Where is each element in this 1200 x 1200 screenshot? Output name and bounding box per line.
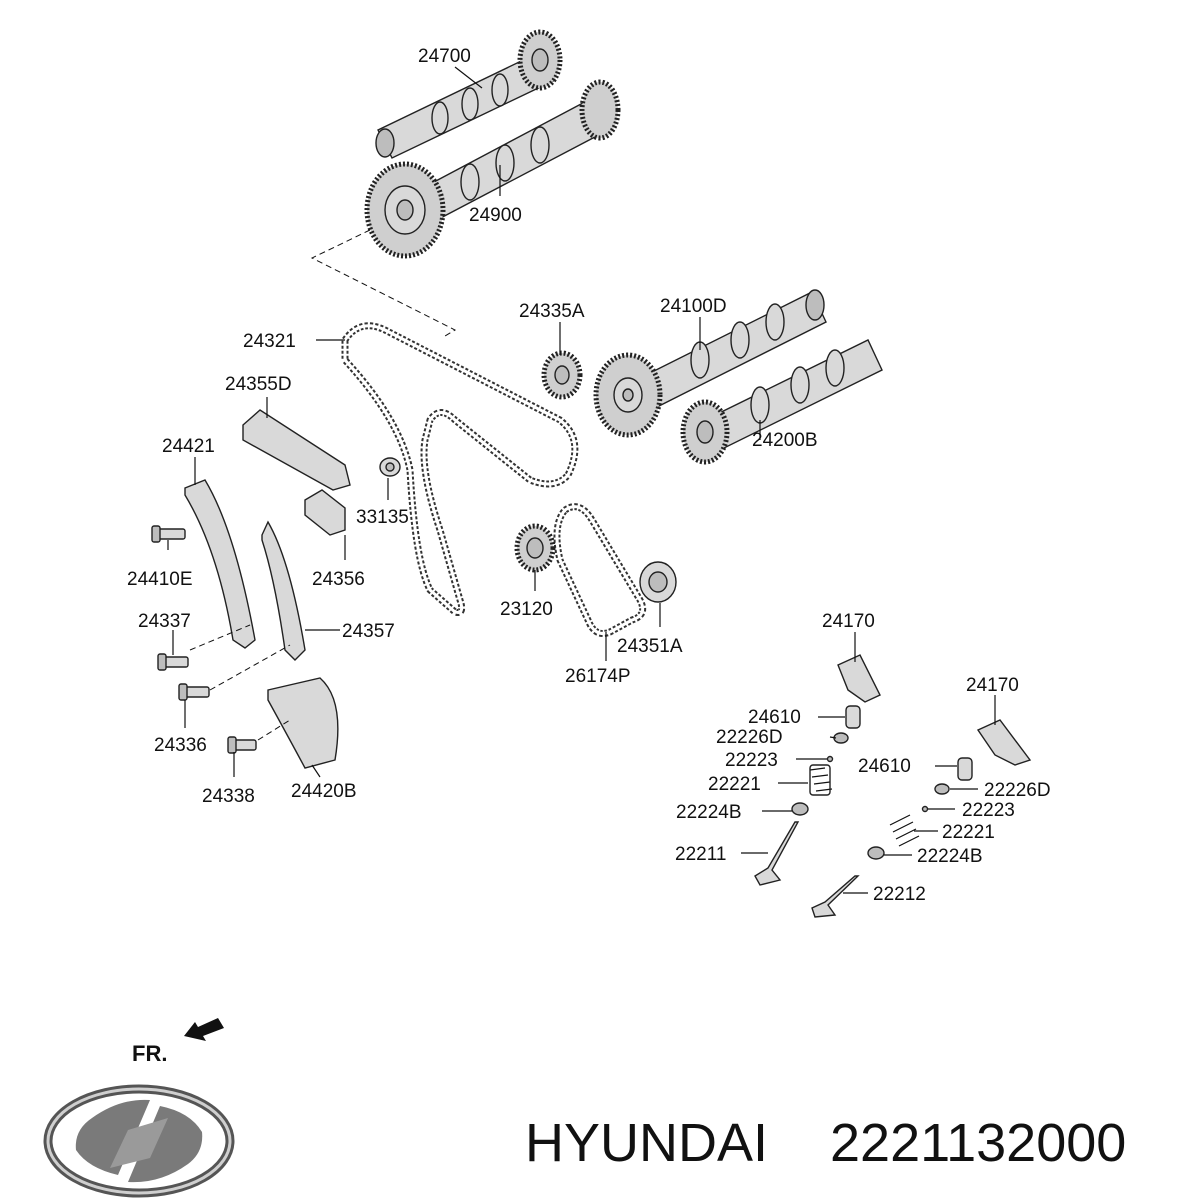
valve-train-left bbox=[754, 654, 881, 886]
camshaft-24700 bbox=[375, 29, 563, 159]
label-24170-right: 24170 bbox=[966, 675, 1019, 696]
label-24337: 24337 bbox=[138, 611, 191, 632]
label-24610-right: 24610 bbox=[858, 756, 911, 777]
label-22221-left: 22221 bbox=[708, 774, 761, 795]
label-24336: 24336 bbox=[154, 735, 207, 756]
sprocket-24335A bbox=[541, 350, 583, 400]
label-24420B: 24420B bbox=[291, 781, 357, 802]
assembly-reference-line bbox=[310, 229, 457, 337]
bolt-24410E bbox=[151, 525, 186, 543]
label-23120: 23120 bbox=[500, 599, 553, 620]
label-22224B-left: 22224B bbox=[676, 802, 742, 823]
label-22223-left: 22223 bbox=[725, 750, 778, 771]
chain-guide-24421 bbox=[184, 479, 256, 649]
label-24338: 24338 bbox=[202, 786, 255, 807]
bolt-24337 bbox=[157, 653, 189, 671]
label-24100D: 24100D bbox=[660, 296, 727, 317]
camshaft-24900 bbox=[364, 79, 621, 259]
timing-chain-24321 bbox=[341, 322, 579, 616]
arrow-icon bbox=[184, 1018, 224, 1041]
label-22212: 22212 bbox=[873, 884, 926, 905]
label-24355D: 24355D bbox=[225, 374, 292, 395]
brand-name: HYUNDAI bbox=[525, 1113, 768, 1173]
camshaft-24200B bbox=[680, 339, 883, 465]
timing-chain-26174P bbox=[553, 503, 647, 637]
valve-train-right bbox=[811, 719, 1032, 918]
bolt-24338 bbox=[227, 736, 257, 754]
label-33135: 33135 bbox=[356, 507, 409, 528]
label-24700: 24700 bbox=[418, 46, 471, 67]
tensioner-arm-24420B bbox=[267, 677, 339, 769]
sprocket-24351A bbox=[639, 561, 677, 603]
label-22211: 22211 bbox=[675, 844, 726, 865]
label-24421: 24421 bbox=[162, 436, 215, 457]
label-26174P: 26174P bbox=[565, 666, 631, 687]
leader-lines bbox=[167, 66, 996, 894]
label-24900: 24900 bbox=[469, 205, 522, 226]
label-24335A: 24335A bbox=[519, 301, 585, 322]
front-label: FR. bbox=[132, 1041, 167, 1066]
hyundai-logo-icon bbox=[43, 1084, 235, 1198]
label-24321: 24321 bbox=[243, 331, 296, 352]
label-24351A: 24351A bbox=[617, 636, 683, 657]
label-24170-left: 24170 bbox=[822, 611, 875, 632]
part-labels: 24700 24900 24321 24335A 24100D 24355D 2… bbox=[127, 46, 1051, 905]
bolt-24336 bbox=[178, 683, 210, 701]
front-direction-marker: FR. bbox=[132, 1018, 224, 1066]
label-24356: 24356 bbox=[312, 569, 365, 590]
label-22224B-right: 22224B bbox=[917, 846, 983, 867]
label-22226D-right: 22226D bbox=[984, 780, 1051, 801]
label-22221-right: 22221 bbox=[942, 822, 995, 843]
camshaft-24100D bbox=[593, 289, 827, 438]
part-number: 2221132000 bbox=[830, 1113, 1126, 1173]
label-24410E: 24410E bbox=[127, 569, 193, 590]
sprocket-23120 bbox=[514, 523, 556, 573]
label-22226D-left: 22226D bbox=[716, 727, 783, 748]
label-24357: 24357 bbox=[342, 621, 395, 642]
chain-guide-24357 bbox=[261, 520, 306, 661]
label-22223-right: 22223 bbox=[962, 800, 1015, 821]
tensioner-24356 bbox=[304, 489, 346, 536]
chain-guide-24355D bbox=[242, 409, 351, 491]
label-24610-left: 24610 bbox=[748, 707, 801, 728]
nut-33135 bbox=[379, 457, 401, 477]
label-24200B: 24200B bbox=[752, 430, 818, 451]
